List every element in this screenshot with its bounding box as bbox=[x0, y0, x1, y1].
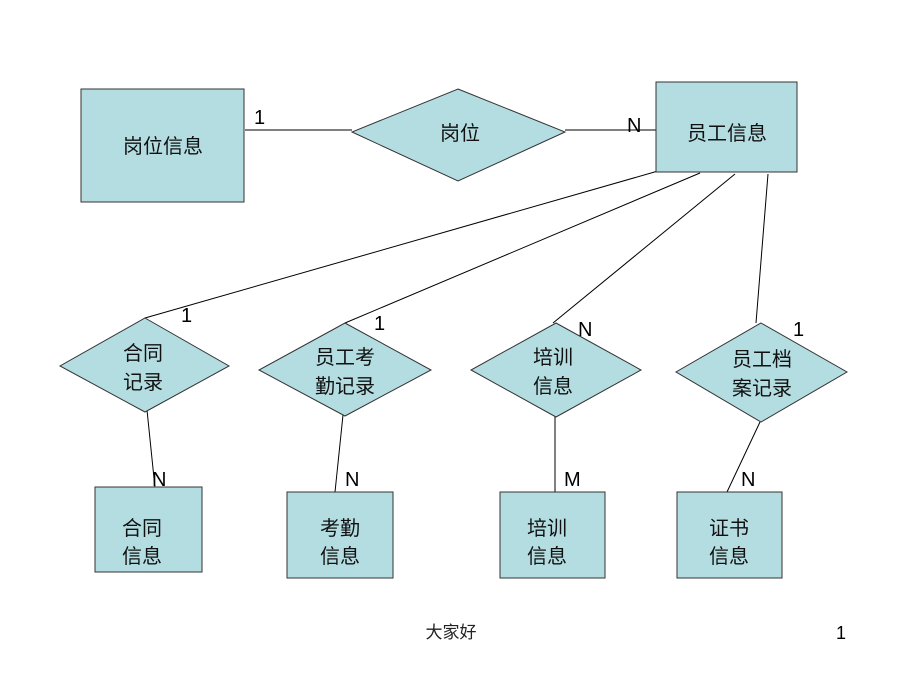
page-number: 1 bbox=[836, 623, 846, 643]
entity-attendance-info-line2: 信息 bbox=[320, 544, 360, 568]
footer-text: 大家好 bbox=[426, 623, 477, 643]
relationship-attendance-record-line2: 勤记录 bbox=[315, 374, 375, 398]
line-employee-to-training bbox=[552, 173, 736, 324]
relationship-training-line2: 信息 bbox=[533, 374, 573, 398]
relationship-contract-record-line2: 记录 bbox=[123, 370, 163, 394]
entity-certificate-info: 证书 信息 bbox=[676, 491, 783, 579]
entity-employee-info-label: 员工信息 bbox=[687, 121, 767, 145]
cardinality-contract-bottom: N bbox=[152, 469, 166, 491]
entity-attendance-info-line1: 考勤 bbox=[320, 516, 360, 540]
line-employee-to-contract bbox=[144, 170, 659, 319]
line-employee-to-archive bbox=[755, 173, 769, 324]
entity-training-info: 培训 信息 bbox=[499, 491, 606, 579]
cardinality-attendance-bottom: N bbox=[345, 469, 359, 491]
cardinality-attendance-top: 1 bbox=[374, 313, 385, 335]
relationship-post-label: 岗位 bbox=[440, 121, 480, 145]
entity-training-info-line2: 信息 bbox=[527, 544, 567, 568]
cardinality-archive-bottom: N bbox=[741, 469, 755, 491]
relationship-post: 岗位 bbox=[350, 88, 567, 182]
relationship-archive-record-line2: 案记录 bbox=[732, 376, 792, 400]
cardinality-post-info-post: 1 bbox=[254, 107, 265, 129]
relationship-contract-record: 合同 记录 bbox=[58, 317, 231, 413]
cardinality-training-bottom: M bbox=[564, 469, 581, 491]
cardinality-post-employee: N bbox=[627, 115, 641, 137]
relationship-attendance-record: 员工考 勤记录 bbox=[257, 322, 433, 417]
relationship-attendance-record-line1: 员工考 bbox=[315, 345, 375, 369]
line-employee-to-attendance bbox=[344, 172, 701, 324]
line-archive-to-certificate-info bbox=[726, 421, 761, 493]
entity-attendance-info: 考勤 信息 bbox=[286, 491, 394, 579]
entity-contract-info-line2: 信息 bbox=[122, 544, 162, 568]
entity-certificate-info-line1: 证书 bbox=[709, 516, 749, 540]
relationship-training: 培训 信息 bbox=[469, 322, 643, 418]
cardinality-contract-top: 1 bbox=[181, 305, 192, 327]
cardinality-archive-top: 1 bbox=[793, 319, 804, 341]
entity-training-info-line1: 培训 bbox=[527, 516, 567, 540]
relationship-training-line1: 培训 bbox=[533, 345, 573, 369]
entity-post-info-label: 岗位信息 bbox=[123, 134, 203, 158]
entity-contract-info: 合同 信息 bbox=[94, 486, 203, 573]
connectors bbox=[144, 129, 769, 493]
entity-certificate-info-line2: 信息 bbox=[709, 544, 749, 568]
cardinality-labels: 1 N 1 1 N 1 N N M N bbox=[152, 107, 804, 491]
relationship-archive-record: 员工档 案记录 bbox=[675, 322, 849, 423]
cardinality-training-top: N bbox=[578, 319, 592, 341]
line-contract-to-contract-info bbox=[146, 409, 156, 489]
relationship-archive-record-line1: 员工档 bbox=[732, 347, 792, 371]
line-attendance-to-attendance-info bbox=[334, 414, 344, 493]
entity-contract-info-line1: 合同 bbox=[122, 516, 162, 540]
entity-post-info: 岗位信息 bbox=[80, 88, 245, 203]
entity-employee-info: 员工信息 bbox=[655, 81, 798, 173]
relationship-contract-record-line1: 合同 bbox=[123, 341, 163, 365]
